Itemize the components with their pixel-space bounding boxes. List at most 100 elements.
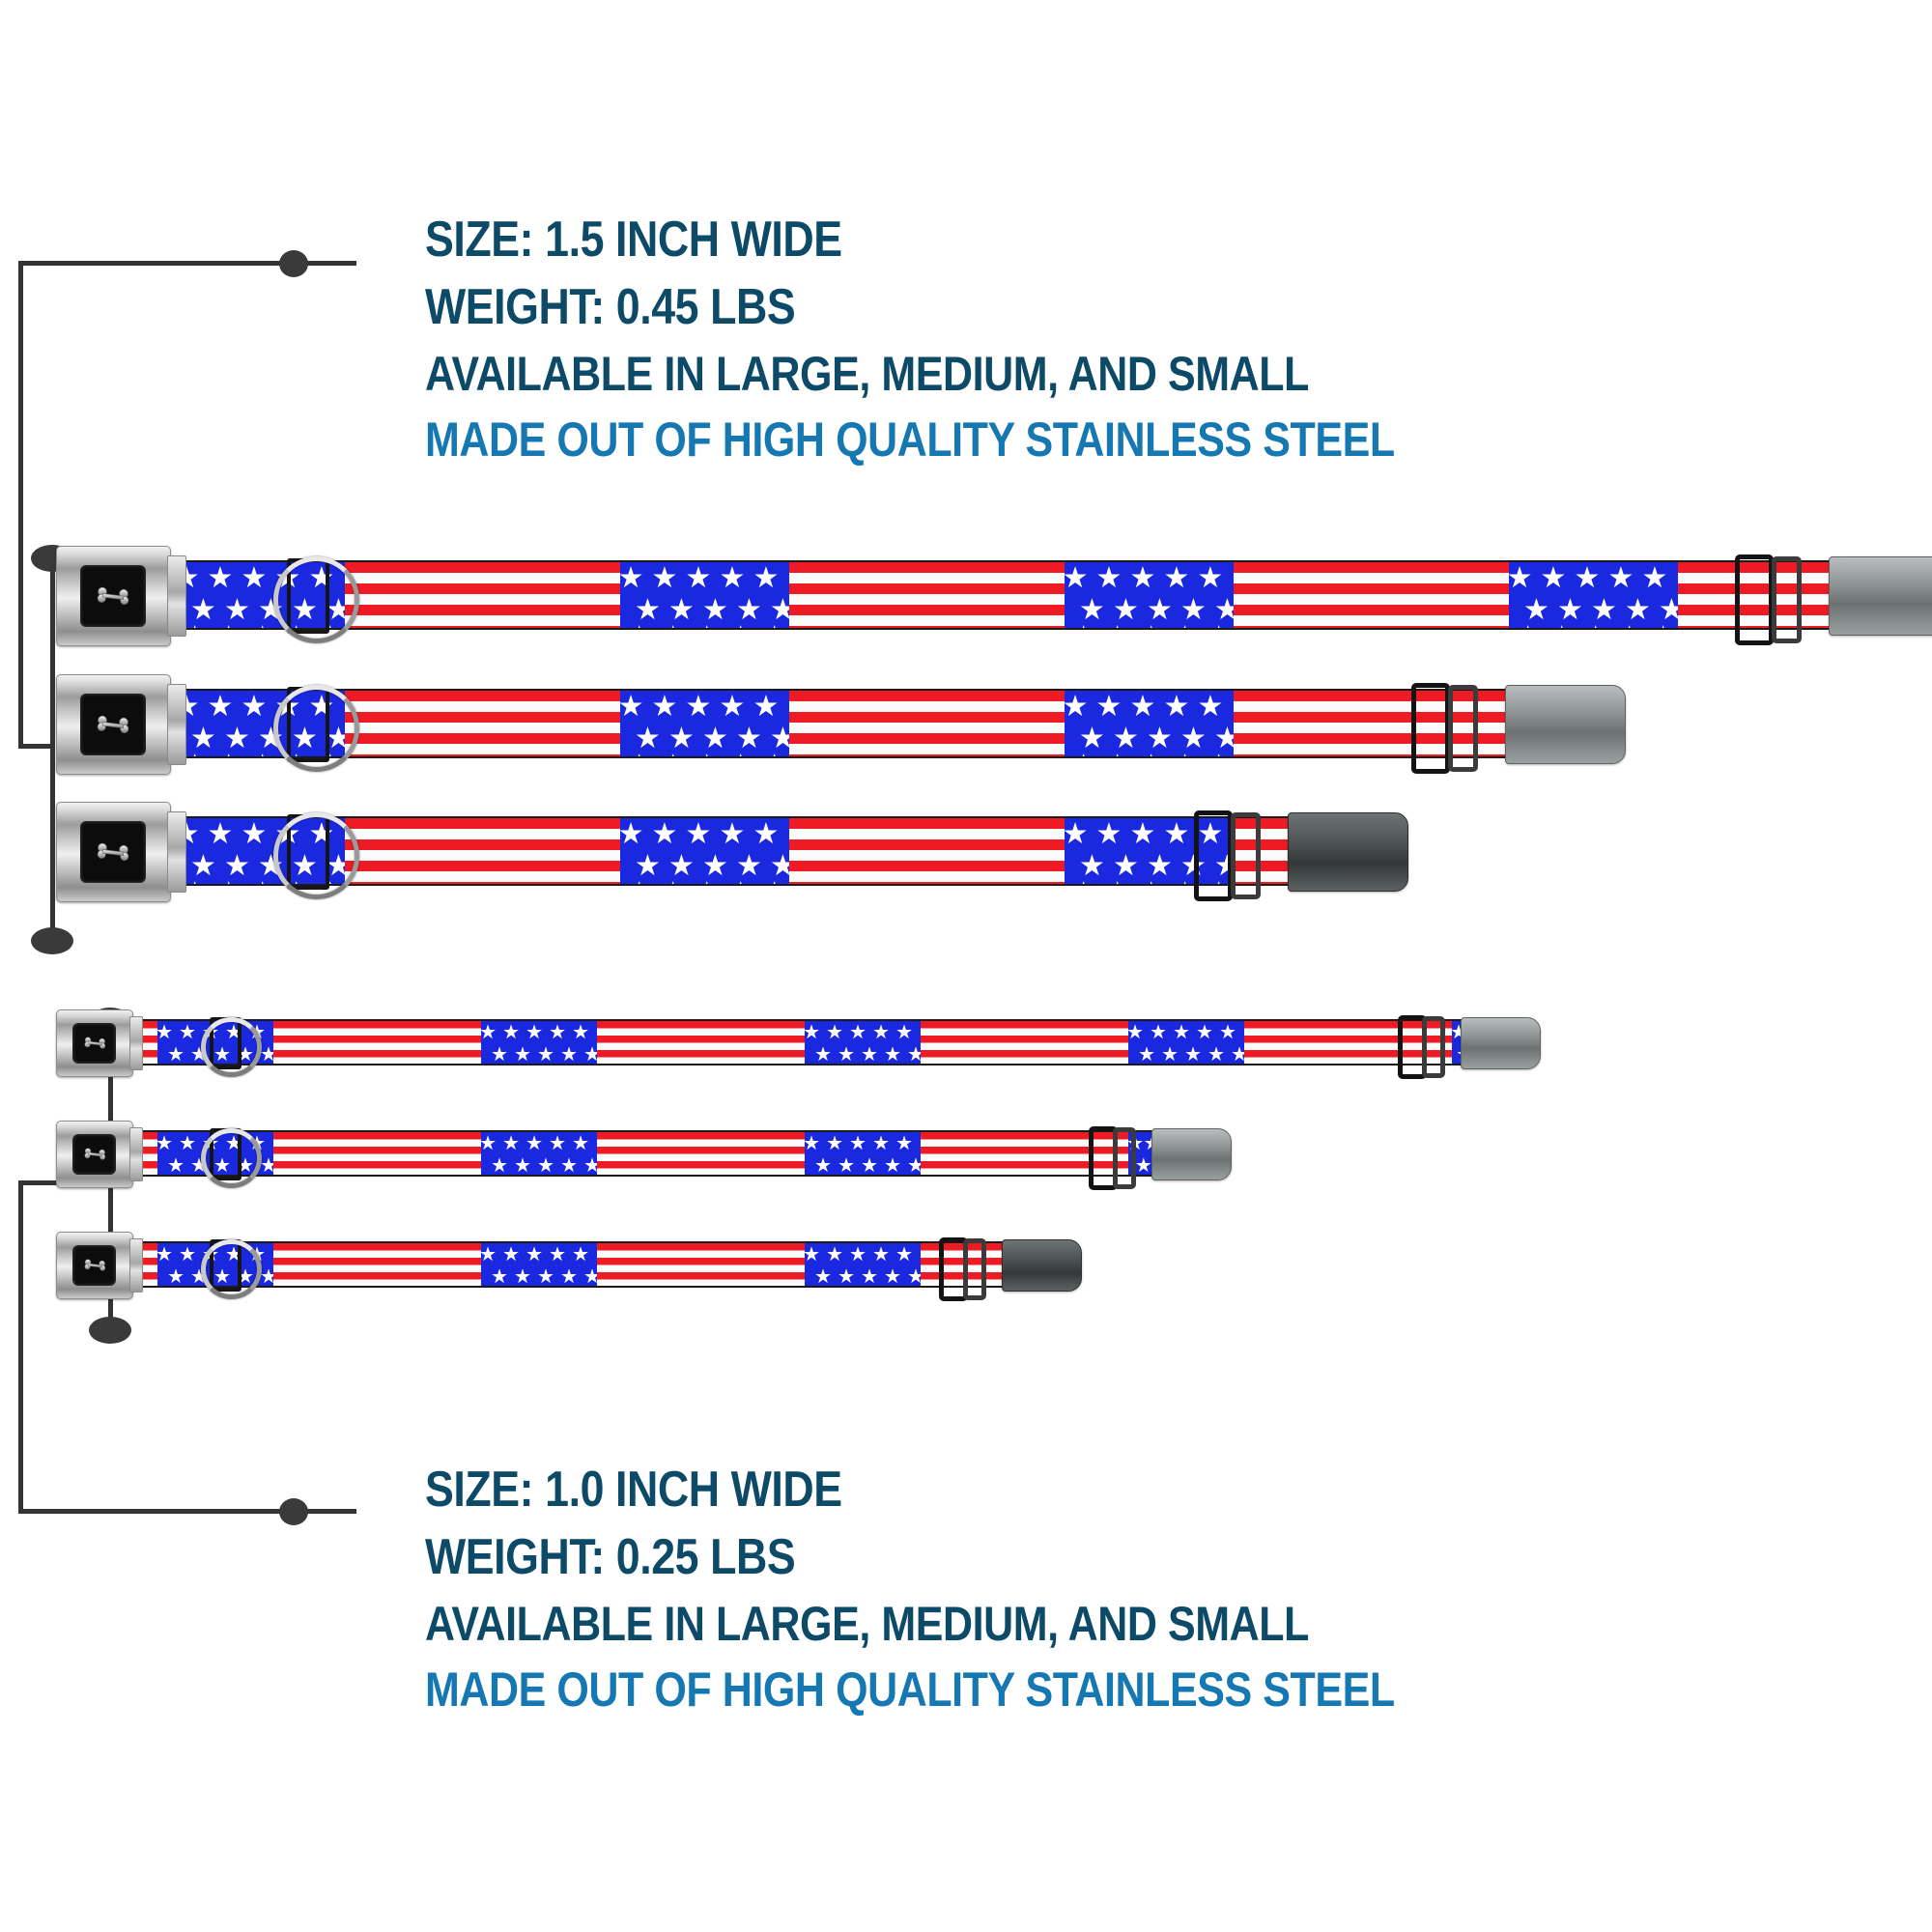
latch-tongue-hole: [1889, 575, 1924, 617]
star-glyph: ★: [1519, 690, 1546, 724]
star-glyph: ★: [1590, 593, 1618, 628]
star-glyph: ★: [582, 1264, 602, 1288]
star-glyph: ★: [308, 817, 335, 852]
seatbelt-buckle: [56, 1120, 133, 1189]
star-glyph: ★: [215, 623, 242, 628]
star-glyph: ★: [1513, 722, 1540, 756]
leader-horizontal-bottom: [18, 744, 55, 749]
star-glyph: ★: [735, 593, 763, 628]
star-glyph: ★: [231, 1284, 248, 1286]
star-glyph: ★: [571, 1020, 590, 1044]
star-glyph: ★: [634, 849, 662, 884]
star-glyph: ★: [855, 1062, 872, 1064]
buckle-neck: [166, 683, 187, 766]
star-glyph: ★: [531, 1173, 549, 1175]
star-glyph: ★: [207, 561, 234, 596]
star-glyph: ★: [1129, 817, 1156, 852]
star-glyph: ★: [727, 623, 753, 628]
star-glyph: ★: [224, 1242, 243, 1266]
star-glyph: ★: [508, 1284, 526, 1286]
star-glyph: ★: [155, 1131, 174, 1155]
star-glyph: ★: [848, 1131, 867, 1155]
star-field-segment: ★★★★★★★★★★★★★★★: [1062, 817, 1240, 884]
star-glyph: ★: [1070, 752, 1096, 756]
star-glyph: ★: [1163, 561, 1190, 596]
star-glyph: ★: [617, 817, 644, 852]
star-glyph: ★: [1130, 1173, 1148, 1175]
star-glyph: ★: [1548, 623, 1575, 628]
d-ring-keeper: [286, 558, 330, 634]
star-glyph: ★: [1213, 722, 1241, 756]
star-glyph: ★: [1506, 561, 1533, 596]
star-glyph: ★: [860, 1152, 879, 1177]
collar-webbing: ★★★★★★★★★★★★★★★★★★★★★★★★★★★★★★★★★★★★★★★★…: [175, 816, 1330, 886]
star-glyph: ★: [161, 1062, 179, 1064]
star-glyph: ★: [582, 1152, 602, 1177]
star-glyph: ★: [761, 752, 787, 756]
star-glyph: ★: [231, 1173, 248, 1175]
star-glyph: ★: [578, 1062, 595, 1064]
star-field-segment: ★★★★★★★★★★★★★★★: [1062, 690, 1240, 756]
star-glyph: ★: [1230, 1041, 1249, 1065]
star-glyph: ★: [554, 1062, 572, 1064]
stripe-segment: [920, 1021, 1128, 1064]
star-glyph: ★: [825, 1131, 844, 1155]
star-glyph: ★: [1149, 1020, 1168, 1044]
star-glyph: ★: [582, 1041, 602, 1065]
callout-line-weight-small: WEIGHT: 0.25 LBS: [425, 1529, 796, 1585]
d-ring: [200, 1238, 262, 1300]
star-glyph: ★: [182, 879, 208, 884]
star-glyph: ★: [508, 1062, 526, 1064]
star-glyph: ★: [189, 1264, 209, 1288]
dog-bone-icon: [84, 1037, 105, 1049]
star-glyph: ★: [161, 1284, 179, 1286]
stripe-segment: [596, 1021, 805, 1064]
star-field-segment: ★★★★★★★★★★★★★★★: [617, 561, 796, 628]
dog-bone-icon: [98, 715, 129, 733]
star-glyph: ★: [727, 879, 753, 884]
star-glyph: ★: [813, 1152, 833, 1177]
latch-tongue: [1505, 685, 1627, 764]
star-glyph: ★: [208, 1062, 225, 1064]
collar-webbing: ★★★★★★★★★★★★★★★★★★★★★★★★★★★★★★★★★★★★★★★★…: [135, 1019, 1489, 1065]
star-glyph: ★: [536, 1041, 555, 1065]
star-glyph: ★: [189, 849, 217, 884]
star-glyph: ★: [531, 1284, 549, 1286]
star-glyph: ★: [753, 561, 780, 596]
star-glyph: ★: [694, 623, 720, 628]
star-glyph: ★: [485, 1062, 502, 1064]
callout-line-availability: AVAILABLE IN LARGE, MEDIUM, AND SMALL: [425, 347, 1309, 401]
star-glyph: ★: [490, 1264, 509, 1288]
star-glyph: ★: [189, 593, 217, 628]
star-glyph: ★: [185, 1284, 202, 1286]
star-glyph: ★: [185, 1062, 202, 1064]
star-glyph: ★: [224, 1020, 243, 1044]
star-glyph: ★: [259, 1152, 278, 1177]
star-glyph: ★: [1456, 1041, 1474, 1065]
star-glyph: ★: [1556, 593, 1584, 628]
star-glyph: ★: [525, 1131, 544, 1155]
star-glyph: ★: [1465, 1062, 1483, 1064]
star-glyph: ★: [283, 623, 309, 628]
star-glyph: ★: [257, 849, 285, 884]
star-glyph: ★: [249, 752, 275, 756]
star-glyph: ★: [208, 1284, 225, 1286]
callout-line-material: MADE OUT OF HIGH QUALITY STAINLESS STEEL: [425, 412, 1395, 467]
star-glyph: ★: [478, 1020, 497, 1044]
star-glyph: ★: [247, 1131, 267, 1155]
star-glyph: ★: [761, 623, 787, 628]
star-glyph: ★: [668, 593, 696, 628]
star-glyph: ★: [241, 561, 268, 596]
star-glyph: ★: [651, 561, 678, 596]
star-glyph: ★: [1062, 817, 1089, 852]
star-glyph: ★: [175, 561, 200, 596]
star-field-segment: ★★★★★★★★★★★★★★★: [1126, 1020, 1248, 1064]
star-glyph: ★: [825, 1020, 844, 1044]
star-glyph: ★: [617, 561, 644, 596]
star-glyph: ★: [1163, 817, 1190, 852]
star-glyph: ★: [1532, 692, 1548, 722]
star-glyph: ★: [1095, 690, 1122, 724]
star-glyph: ★: [1481, 1043, 1489, 1063]
star-glyph: ★: [254, 1173, 271, 1175]
